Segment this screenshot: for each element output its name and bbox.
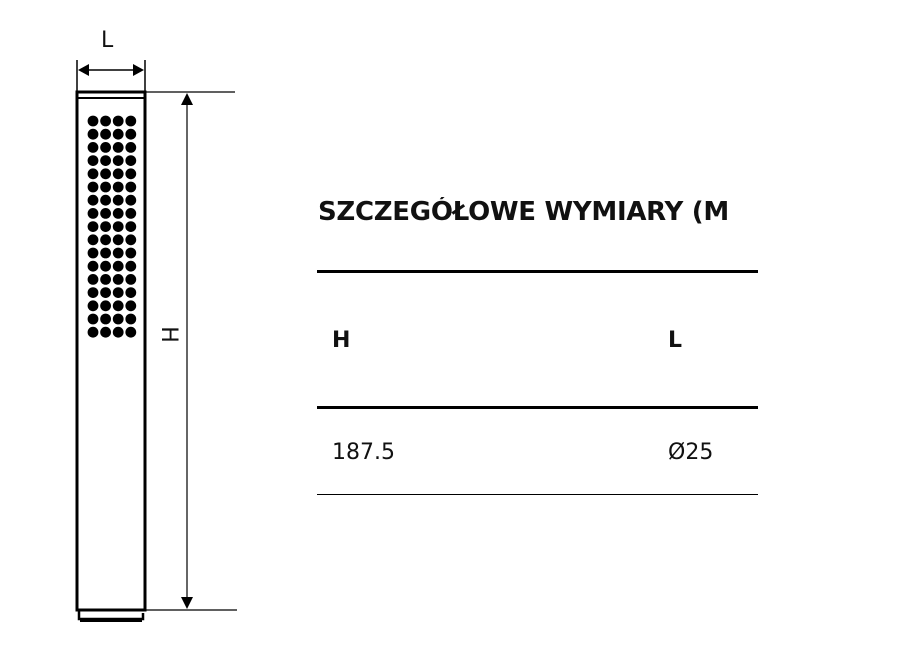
value-l: Ø25 [668, 440, 714, 465]
column-header-l: L [668, 328, 683, 353]
spec-title: SZCZEGÓŁOWE WYMIARY (M [318, 197, 729, 227]
shower-head-drawing: L H [0, 0, 300, 656]
width-label: L [101, 28, 114, 53]
table-bottom-rule [317, 494, 758, 495]
column-header-h: H [332, 328, 351, 353]
nozzle-grid [87, 115, 137, 338]
header-divider [317, 406, 758, 409]
height-label: H [155, 326, 181, 343]
shower-head-outline-icon [75, 60, 237, 622]
value-h: 187.5 [332, 440, 395, 465]
title-divider [317, 270, 758, 273]
